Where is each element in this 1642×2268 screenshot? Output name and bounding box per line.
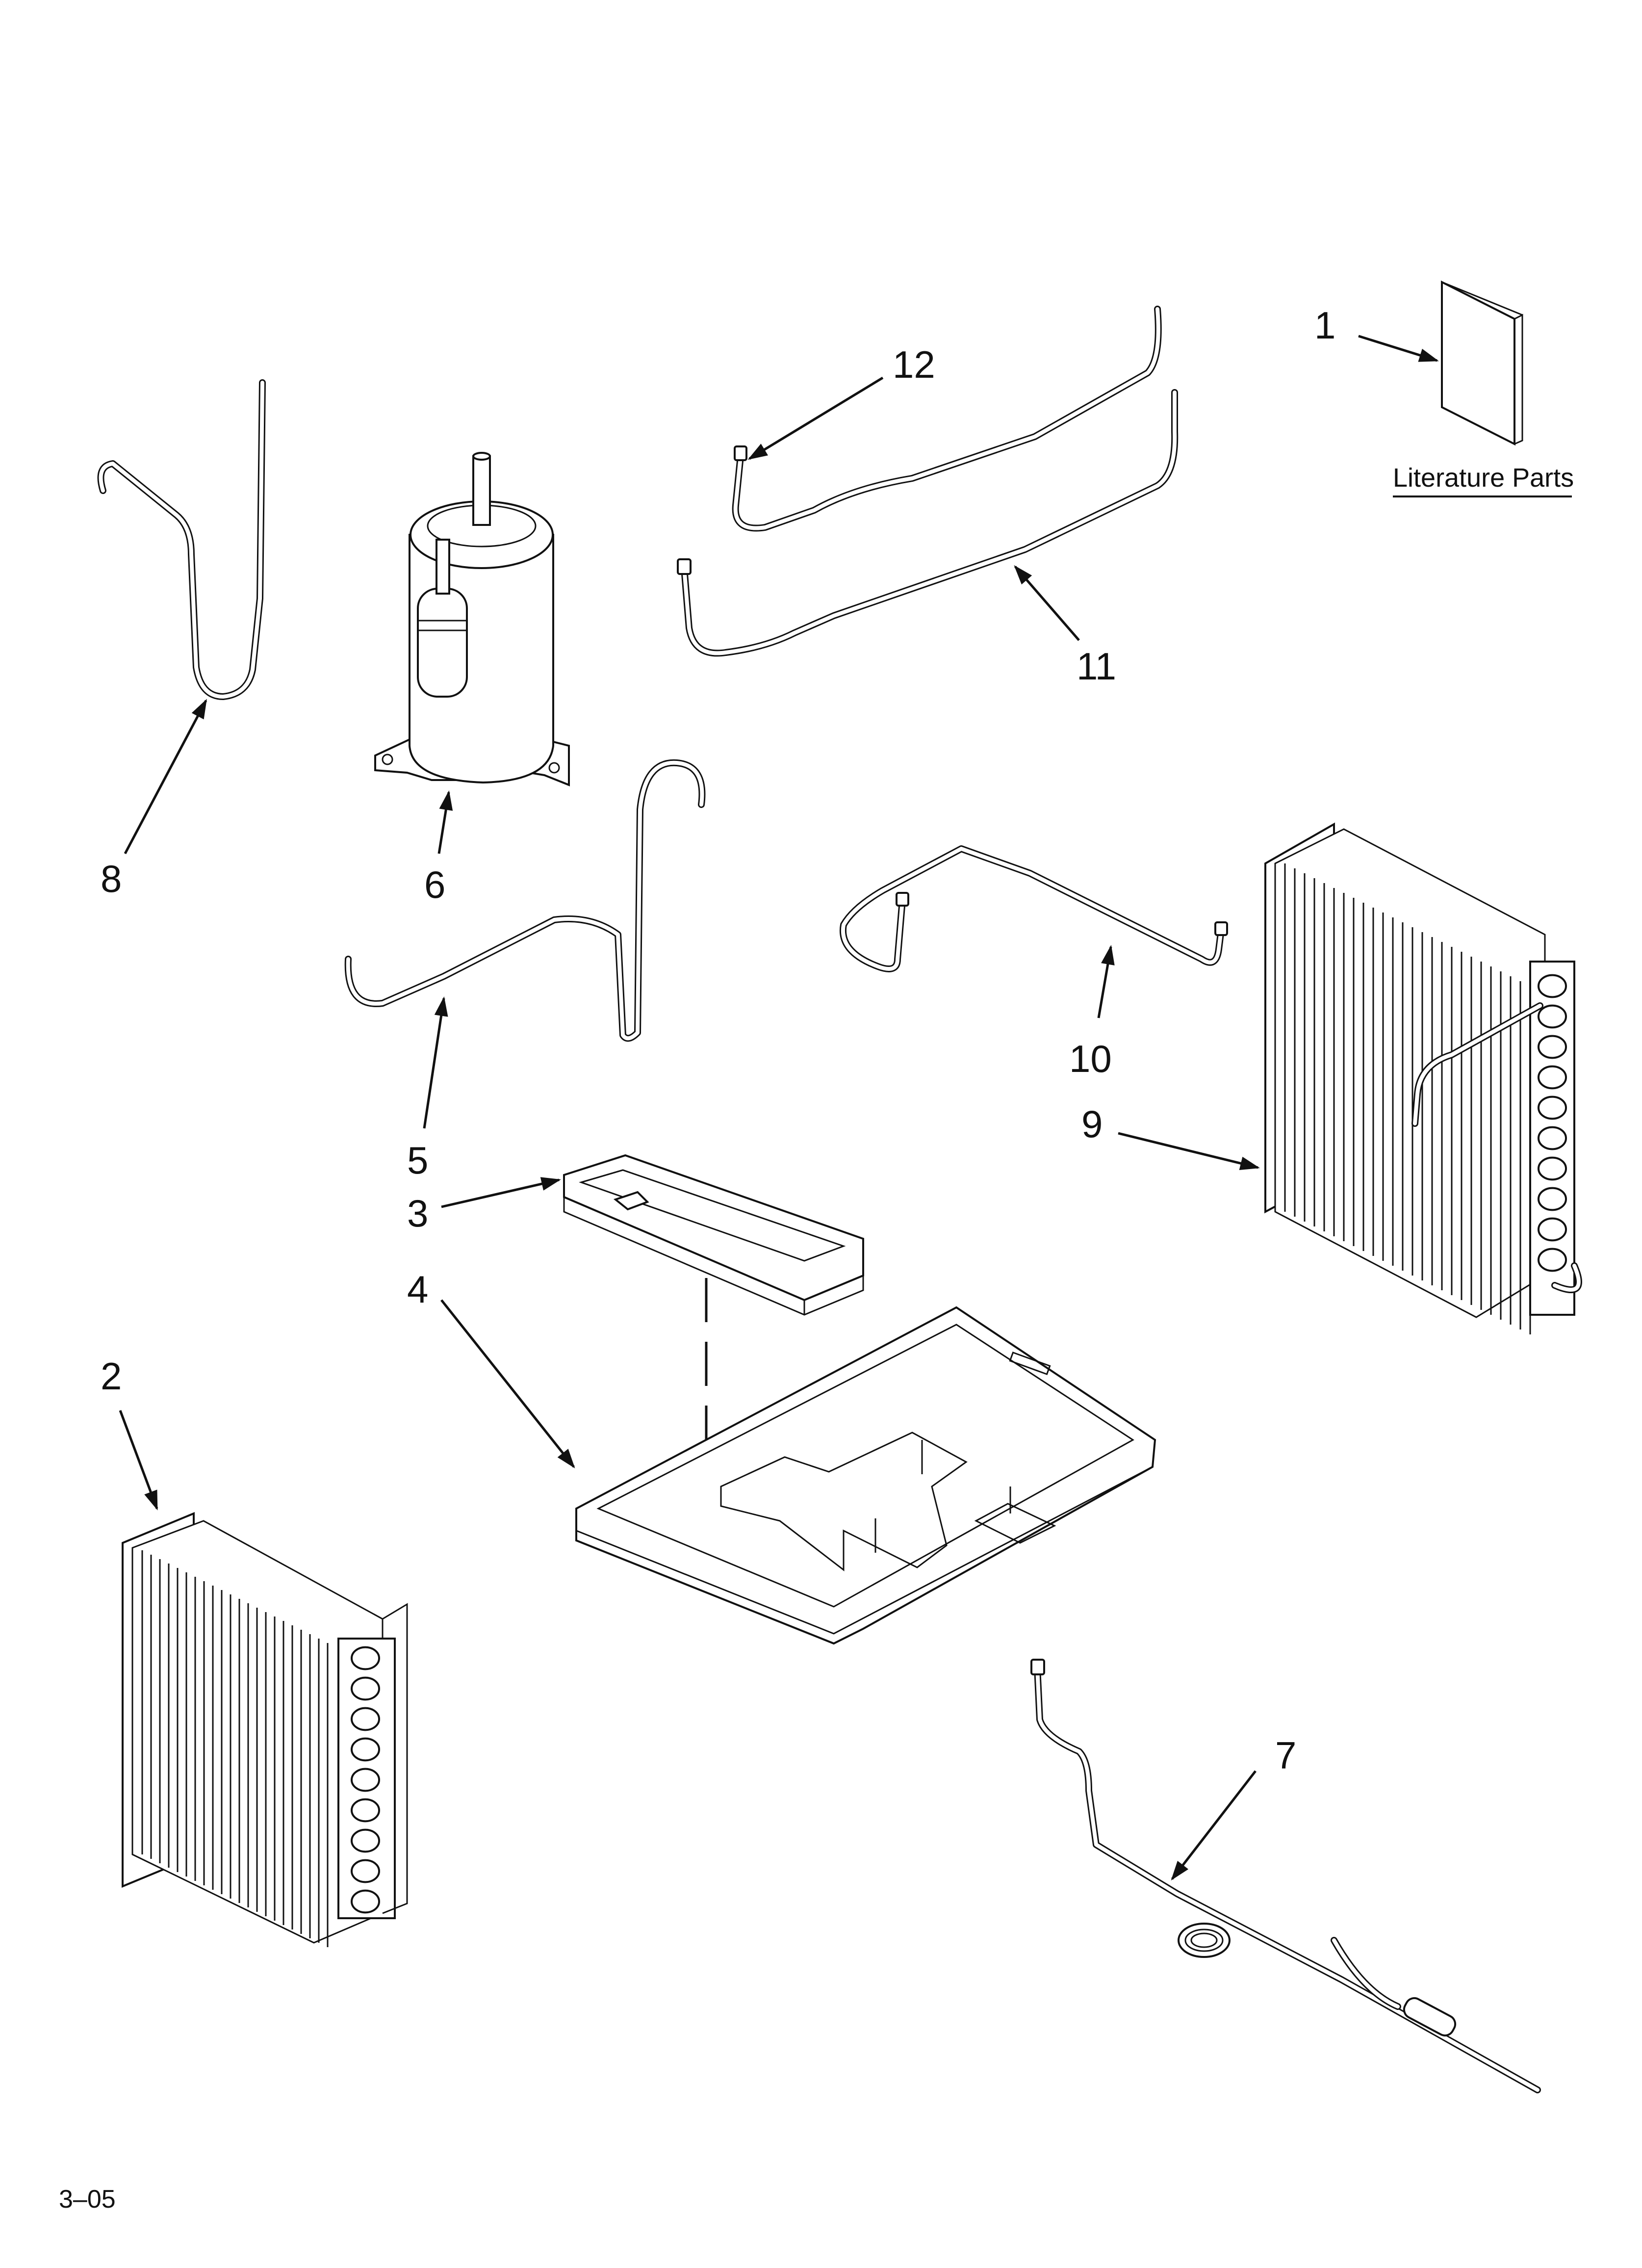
coil-tube-bend <box>351 1768 380 1792</box>
coil-tube-bend <box>351 1676 380 1701</box>
coil-tube-bend <box>1538 1095 1567 1120</box>
coil-tube-bend <box>1538 1004 1567 1029</box>
callout-3: 3 <box>407 1192 428 1235</box>
leader-11 <box>1014 565 1080 641</box>
leader-12 <box>747 376 884 460</box>
coil-tube-bend <box>1538 1126 1567 1150</box>
coil-tube-bend <box>351 1707 380 1731</box>
tube-12 <box>732 306 1162 532</box>
coil-tube-bend <box>351 1828 380 1853</box>
tube-10 <box>839 845 1228 972</box>
coil-tube-bend <box>1538 1035 1567 1059</box>
coil-tube-bend <box>1538 1217 1567 1242</box>
evaporator-coil <box>1264 822 1582 1334</box>
tube-11 <box>677 389 1179 657</box>
callout-2: 2 <box>101 1355 122 1398</box>
callout-11: 11 <box>1077 645 1116 688</box>
coil-tube-bend <box>1538 1065 1567 1090</box>
coil-tube-bend <box>351 1737 380 1762</box>
base-pan <box>575 1306 1156 1645</box>
literature-booklet <box>1441 280 1523 446</box>
coil-tube-bend <box>1538 1248 1567 1272</box>
coil-tube-bend <box>351 1859 380 1883</box>
callout-12: 12 <box>893 343 935 386</box>
callout-5: 5 <box>407 1139 428 1182</box>
callout-9: 9 <box>1081 1102 1103 1146</box>
leader-4 <box>440 1299 575 1469</box>
leader-8 <box>124 699 207 855</box>
compressor <box>374 452 570 786</box>
callout-1: 1 <box>1314 304 1335 347</box>
leader-6 <box>437 790 453 854</box>
coil-tube-bend <box>351 1889 380 1914</box>
leader-7 <box>1171 1770 1257 1881</box>
callout-4: 4 <box>407 1268 428 1311</box>
tube-8 <box>97 379 266 700</box>
condenser-coil <box>122 1512 408 1947</box>
leader-10 <box>1097 945 1115 1018</box>
callout-6: 6 <box>424 863 445 906</box>
callout-7: 7 <box>1275 1734 1296 1777</box>
leader-5 <box>423 996 448 1129</box>
leader-9 <box>1118 1132 1260 1171</box>
coil-tube-bend <box>351 1798 380 1823</box>
coil-tube-bend <box>1538 974 1567 998</box>
callout-8: 8 <box>101 857 122 900</box>
callout-10: 10 <box>1069 1037 1112 1080</box>
coil-tube-bend <box>351 1646 380 1670</box>
footer-code: 3–05 <box>59 2185 116 2214</box>
coil-tube-bend <box>1538 1187 1567 1211</box>
coil-tube-bend <box>1538 1156 1567 1181</box>
leader-1 <box>1358 335 1439 362</box>
capillary-tube <box>1030 1659 1541 2093</box>
drain-trough <box>563 1154 864 1316</box>
leader-2 <box>119 1410 158 1511</box>
literature-label: Literature Parts <box>1393 463 1574 493</box>
leader-3 <box>441 1177 561 1208</box>
tube-5 <box>344 759 706 1042</box>
